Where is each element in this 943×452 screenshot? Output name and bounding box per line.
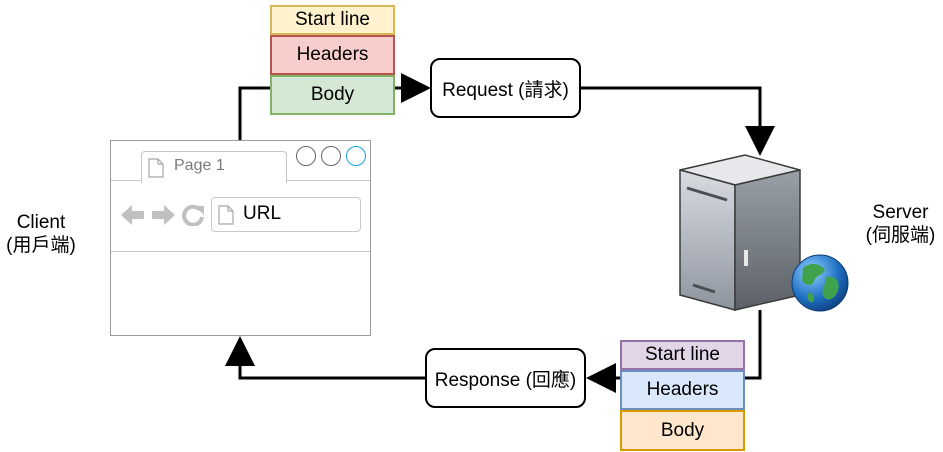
request-to-server-arrow: [581, 86, 775, 156]
response-box: Response (回應): [425, 348, 586, 408]
server-icon: [679, 154, 849, 312]
client-label-line1: Client: [16, 212, 66, 233]
server-label-line2: (伺服端): [865, 225, 936, 246]
response-headers: Headers: [620, 370, 745, 410]
reload-icon[interactable]: [181, 204, 205, 226]
server-label-line1: Server: [872, 202, 929, 223]
page-icon: [218, 205, 234, 225]
response-box-label: Response (回應): [434, 369, 577, 391]
response-start-line-label: Start line: [645, 344, 720, 365]
page-icon: [148, 158, 164, 178]
response-start-line: Start line: [620, 340, 745, 370]
response-to-client-arrow: [225, 336, 425, 380]
window-control-close[interactable]: [346, 146, 366, 166]
address-bar[interactable]: URL: [211, 197, 361, 232]
window-control-maximize[interactable]: [321, 146, 341, 166]
request-box: Request (請求): [430, 58, 581, 118]
toolbar-divider: [111, 251, 370, 252]
response-body-label: Body: [660, 419, 705, 441]
forward-arrow-icon[interactable]: [151, 204, 175, 226]
request-body: Body: [270, 75, 395, 115]
response-headers-label: Headers: [646, 379, 719, 400]
window-control-minimize[interactable]: [296, 146, 316, 166]
request-start-line: Start line: [270, 5, 395, 35]
browser-window: Page 1 URL: [110, 140, 371, 336]
client-to-message-line: [238, 86, 270, 140]
request-headers: Headers: [270, 35, 395, 75]
server-label: Server (伺服端): [858, 201, 943, 247]
back-arrow-icon[interactable]: [121, 204, 145, 226]
response-body: Body: [620, 410, 745, 451]
request-body-label: Body: [310, 84, 355, 105]
address-bar-url: URL: [243, 203, 282, 224]
browser-tab[interactable]: Page 1: [141, 151, 287, 183]
request-start-line-label: Start line: [295, 9, 370, 30]
server-to-response-line: [745, 310, 762, 380]
client-label: Client (用戶端): [0, 211, 82, 257]
request-box-label: Request (請求): [442, 79, 569, 101]
request-headers-label: Headers: [296, 44, 369, 65]
tab-title: Page 1: [174, 157, 225, 174]
client-label-line2: (用戶端): [6, 235, 76, 256]
